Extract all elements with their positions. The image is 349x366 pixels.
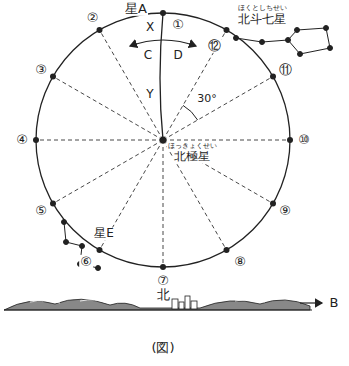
- constellation-name: 北斗七星: [237, 13, 287, 26]
- position-number: ⑥: [79, 255, 93, 269]
- star-label: 星E: [93, 227, 115, 240]
- direction-label: 北: [156, 288, 171, 302]
- position-number: ⑫: [207, 39, 222, 53]
- position-number: ①: [171, 18, 185, 32]
- position-number: ⑧: [233, 255, 247, 269]
- letter-label: C: [143, 49, 153, 62]
- furigana: ほくとしちせい: [237, 5, 288, 13]
- position-number: ⑪: [278, 62, 293, 76]
- caption: (図): [150, 341, 175, 355]
- star-label: 星A: [124, 2, 148, 16]
- letter-label: Y: [145, 88, 154, 101]
- position-number: ⑩: [297, 133, 311, 147]
- star-label: 北極星: [173, 150, 211, 163]
- position-number: ⑦: [156, 274, 170, 288]
- furigana: ほっきょくせい: [167, 143, 218, 151]
- angle-label: 30°: [196, 93, 218, 105]
- letter-label: X: [145, 21, 155, 34]
- position-number: ④: [15, 133, 29, 147]
- position-number: ⑨: [278, 203, 292, 217]
- direction-label: B: [329, 296, 340, 310]
- position-number: ⑤: [34, 203, 48, 217]
- position-number: ②: [86, 11, 100, 25]
- position-number: ③: [34, 62, 48, 76]
- letter-label: D: [172, 49, 183, 62]
